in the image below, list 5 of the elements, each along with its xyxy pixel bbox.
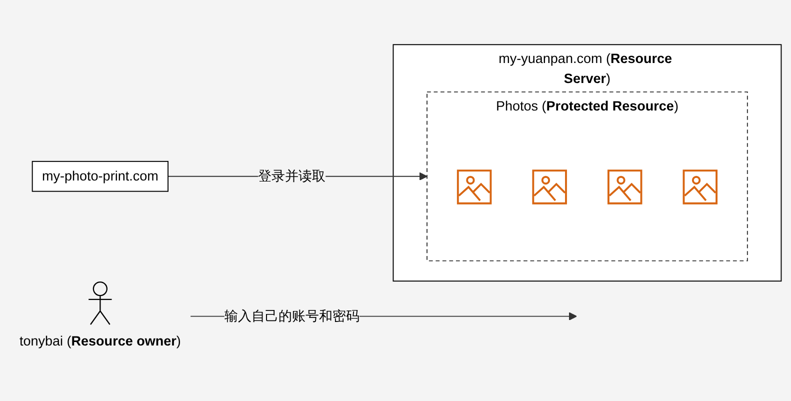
edge-label: 输入自己的账号和密码	[224, 308, 360, 324]
actor-name: tonybai (Resource owner)	[19, 333, 181, 349]
edge-label: 登录并读取	[258, 168, 326, 184]
node-box: my-photo-print.com	[32, 160, 168, 192]
cluster: Photos (Protected Resource)	[426, 91, 748, 262]
